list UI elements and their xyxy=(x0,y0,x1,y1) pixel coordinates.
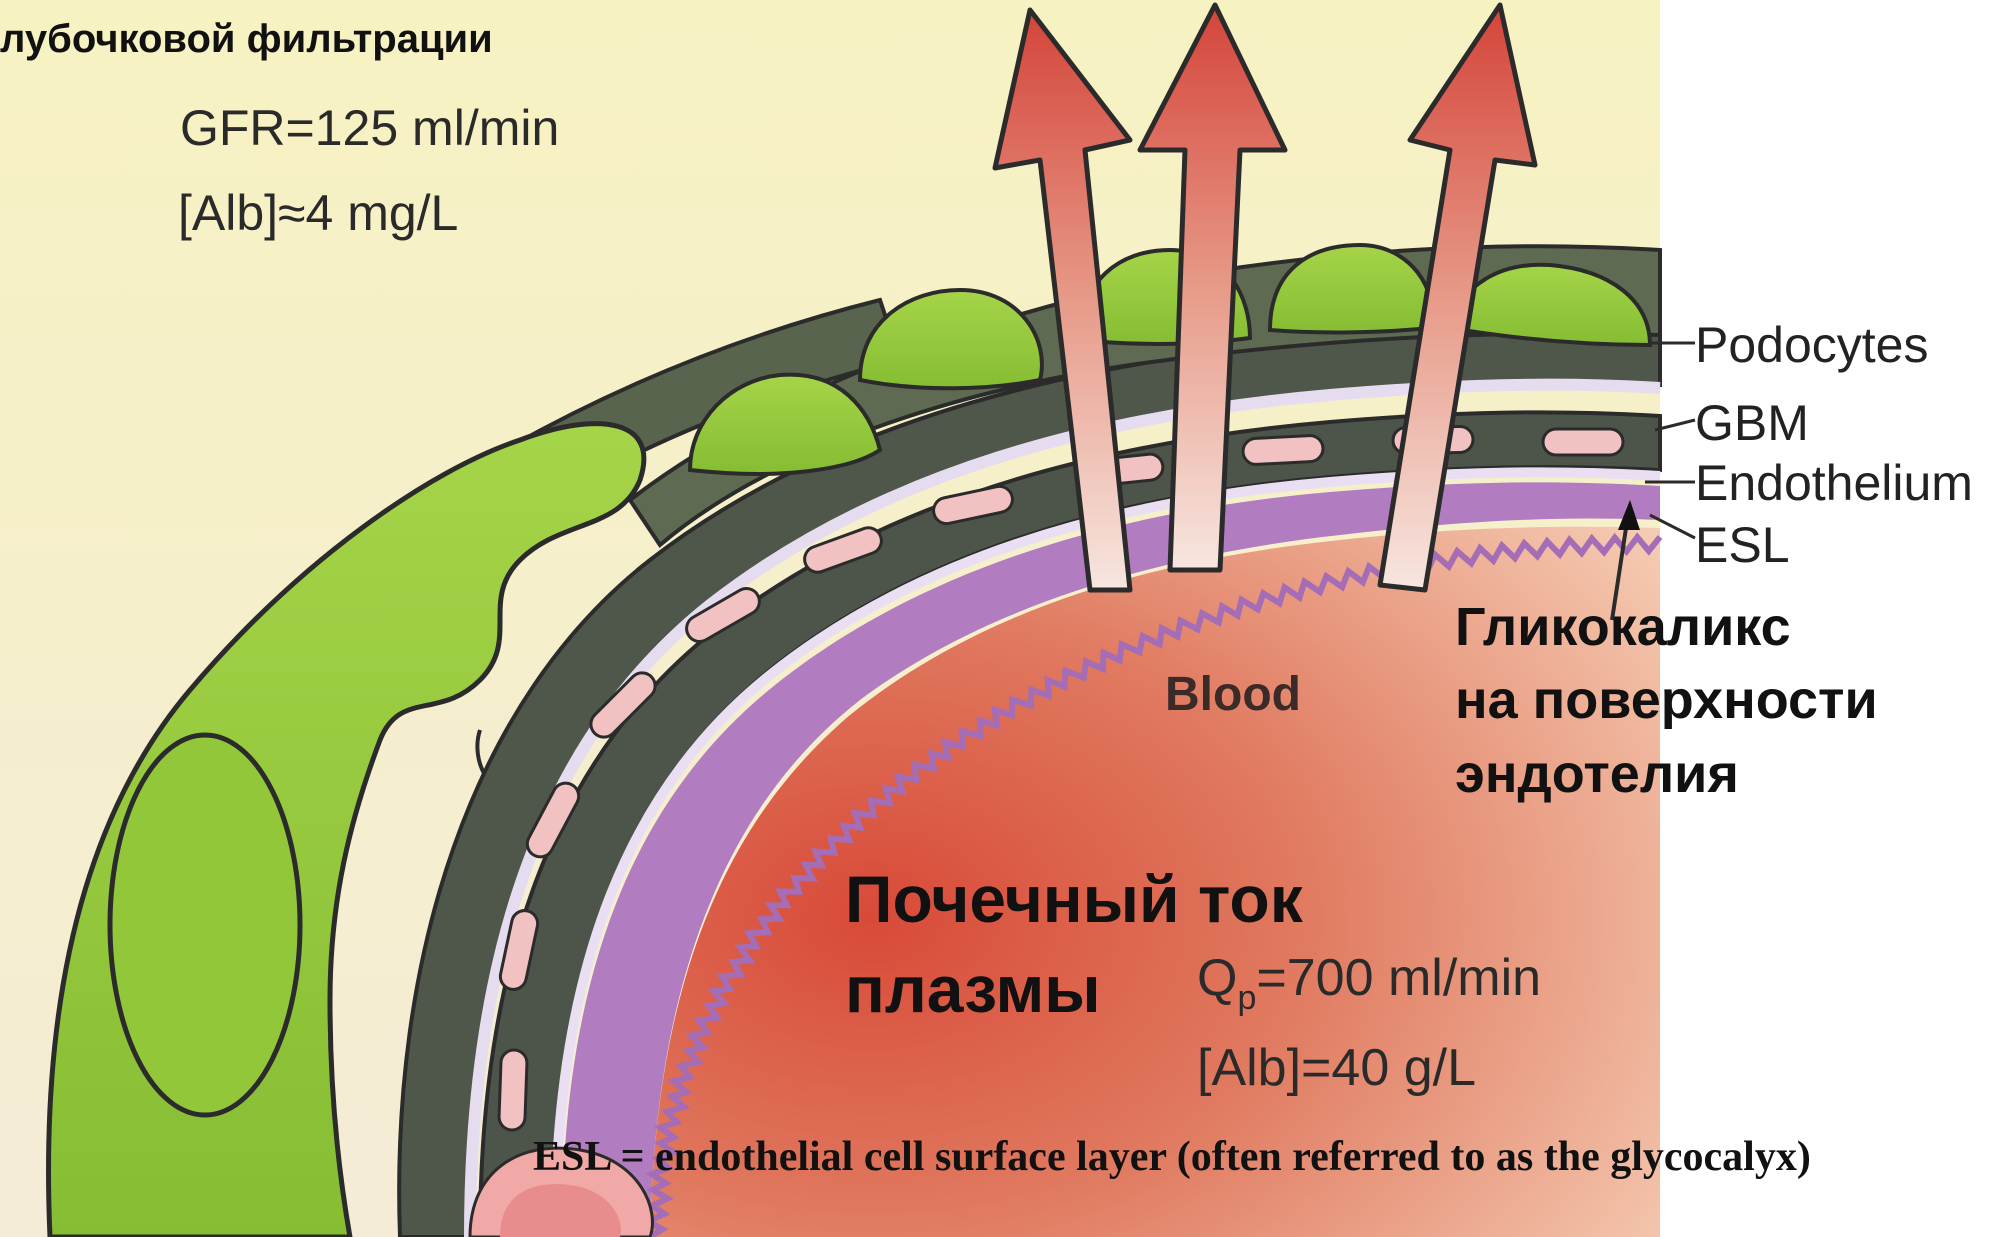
label-endothelium: Endothelium xyxy=(1695,455,1973,511)
glycocalyx-caption-line-1: Гликокаликс xyxy=(1455,597,1791,657)
plasma-flow-subscript: p xyxy=(1237,979,1256,1017)
glycocalyx-caption-line-3: эндотелия xyxy=(1455,744,1739,804)
plasma-flow-caption-line-1: Почечный ток xyxy=(845,862,1304,936)
label-blood: Blood xyxy=(1165,668,1301,721)
podocyte-nucleus xyxy=(110,735,300,1115)
glycocalyx-caption-line-2: на поверхности xyxy=(1455,670,1878,730)
plasma-flow-caption-line-2: плазмы xyxy=(845,952,1101,1026)
label-esl: ESL xyxy=(1695,517,1790,573)
endothelial-cell xyxy=(1543,429,1623,455)
label-podocytes: Podocytes xyxy=(1695,317,1928,373)
endothelial-cell xyxy=(499,1050,528,1131)
heading-partial: лубочковой фильтрации xyxy=(0,17,493,61)
plasma-albumin-value: [Alb]=40 g/L xyxy=(1197,1039,1476,1097)
endothelial-cell xyxy=(1242,435,1323,465)
esl-footnote: ESL = endothelial cell surface layer (of… xyxy=(533,1134,1811,1180)
plasma-flow-symbol: Q xyxy=(1197,949,1237,1007)
plasma-flow-rate: =700 ml/min xyxy=(1256,949,1541,1007)
gfr-value: GFR=125 ml/min xyxy=(180,100,559,156)
label-gbm: GBM xyxy=(1695,395,1809,451)
urine-albumin-value: [Alb]≈4 mg/L xyxy=(178,185,458,241)
